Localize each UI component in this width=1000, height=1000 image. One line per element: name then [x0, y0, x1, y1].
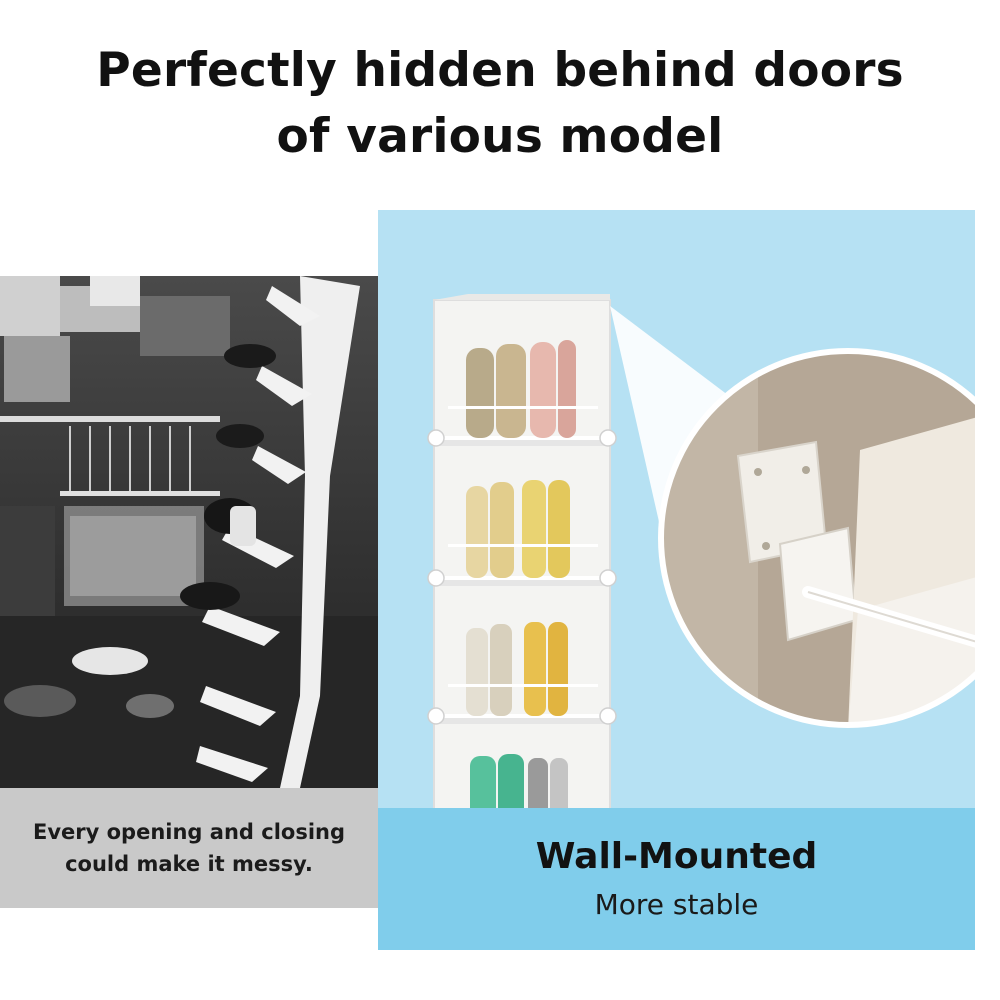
left-caption-line-2: could make it messy.	[65, 852, 313, 876]
right-caption-subtitle: More stable	[594, 888, 759, 921]
messy-closet-photo	[0, 276, 378, 788]
cabinet-illustration	[427, 294, 975, 821]
bracket-zoom-detail	[658, 348, 975, 728]
left-caption: Every opening and closing could make it …	[0, 788, 378, 908]
headline-line-2: of various model	[276, 109, 724, 164]
headline: Perfectly hidden behind doors of various…	[0, 38, 1000, 170]
left-caption-line-1: Every opening and closing	[33, 820, 345, 844]
messy-closet-illustration	[0, 276, 378, 788]
shoe-cabinet	[427, 294, 617, 821]
right-caption-title: Wall-Mounted	[535, 836, 818, 877]
headline-line-1: Perfectly hidden behind doors	[96, 43, 904, 98]
right-caption: Wall-Mounted More stable	[378, 808, 975, 950]
